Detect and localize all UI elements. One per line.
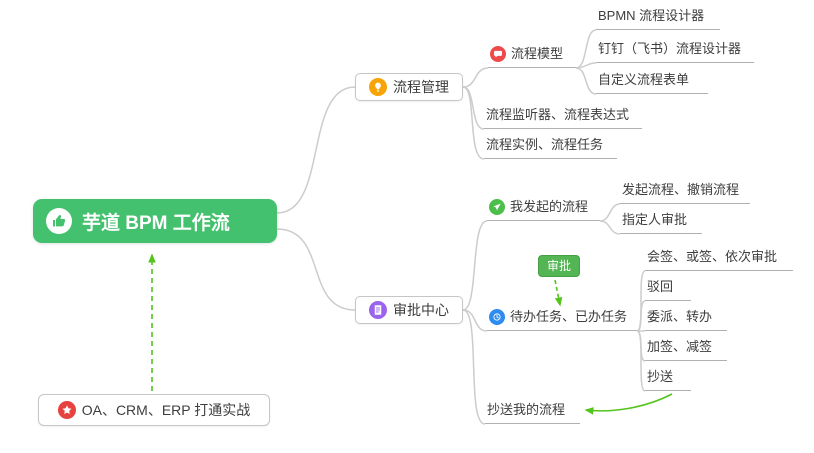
node-delegate-transfer[interactable]: 委派、转办 [645, 308, 727, 331]
root-label: 芋道 BPM 工作流 [82, 212, 230, 234]
node-reject[interactable]: 驳回 [645, 278, 691, 301]
node-label: 自定义流程表单 [598, 72, 690, 87]
node-todo-done[interactable]: 待办任务、已办任务 [487, 308, 637, 331]
node-label: 抄送我的流程 [487, 402, 566, 417]
node-label: 流程模型 [511, 46, 564, 61]
connector-curves [276, 29, 646, 425]
node-oa-crm-erp[interactable]: OA、CRM、ERP 打通实战 [38, 394, 270, 426]
node-label: 钉钉（飞书）流程设计器 [598, 41, 742, 56]
badge-label: 审批 [547, 259, 572, 273]
node-cc-my-process[interactable]: 抄送我的流程 [485, 401, 580, 424]
thumbs-up-icon [46, 208, 72, 234]
node-listener-expression[interactable]: 流程监听器、流程表达式 [484, 106, 642, 129]
node-label: 审批中心 [393, 302, 449, 318]
node-label: 抄送 [647, 369, 674, 384]
node-label: OA、CRM、ERP 打通实战 [81, 402, 251, 418]
node-my-initiated[interactable]: 我发起的流程 [487, 198, 600, 221]
root-node[interactable]: 芋道 BPM 工作流 [33, 199, 277, 243]
node-label: 会签、或签、依次审批 [647, 249, 778, 264]
node-cc[interactable]: 抄送 [645, 368, 691, 391]
node-initiate-revoke[interactable]: 发起流程、撤销流程 [620, 181, 750, 204]
node-custom-form[interactable]: 自定义流程表单 [596, 71, 708, 94]
arrow-cc-to-cc-my-process [584, 393, 673, 415]
node-label: 流程管理 [393, 79, 449, 95]
node-approval-center[interactable]: 审批中心 [355, 296, 463, 324]
node-countersign[interactable]: 会签、或签、依次审批 [645, 248, 793, 271]
node-label: 流程监听器、流程表达式 [486, 107, 630, 122]
node-label: 驳回 [647, 279, 674, 294]
node-label: 委派、转办 [647, 309, 713, 324]
node-label: 我发起的流程 [510, 199, 589, 214]
node-assigned-approver[interactable]: 指定人审批 [620, 211, 702, 234]
node-label: 流程实例、流程任务 [486, 137, 604, 152]
node-label: BPMN 流程设计器 [598, 8, 705, 23]
node-label: 加签、减签 [647, 339, 713, 354]
node-dingtalk-feishu-designer[interactable]: 钉钉（飞书）流程设计器 [596, 40, 754, 63]
node-bpmn-designer[interactable]: BPMN 流程设计器 [596, 7, 720, 30]
clock-icon [489, 308, 505, 325]
node-label: 发起流程、撤销流程 [622, 182, 740, 197]
node-label: 待办任务、已办任务 [510, 309, 628, 324]
node-process-management[interactable]: 流程管理 [355, 73, 463, 101]
approval-badge[interactable]: 审批 [538, 255, 581, 277]
lightbulb-icon [369, 78, 387, 96]
relation-arrows [148, 253, 673, 415]
paper-plane-icon [489, 198, 505, 215]
node-label: 指定人审批 [622, 212, 688, 227]
chat-bubble-icon [490, 45, 506, 62]
arrow-badge-to-todo [554, 279, 563, 307]
node-add-reduce-sign[interactable]: 加签、减签 [645, 338, 727, 361]
document-icon [369, 301, 387, 319]
star-icon [57, 401, 76, 419]
node-process-model[interactable]: 流程模型 [488, 45, 576, 68]
node-instance-task[interactable]: 流程实例、流程任务 [484, 136, 617, 159]
